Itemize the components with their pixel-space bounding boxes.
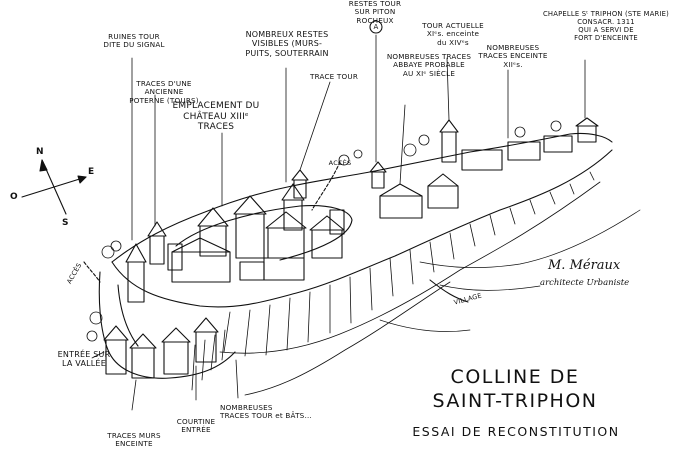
abbey-buildings — [379, 173, 459, 219]
label-abbaye: NOMBREUSES TRACES ABBAYE PROBABLE AU XIᵉ… — [386, 52, 472, 78]
plateau-front-edge — [111, 149, 613, 308]
label-abbaye-marker: A — [373, 23, 379, 31]
signature-name: M. Méraux — [548, 258, 621, 273]
compass-west: O — [10, 192, 18, 202]
compass-rose — [21, 159, 87, 215]
label-trace-tour: TRACE TOUR — [309, 72, 359, 81]
compass-south: S — [62, 218, 69, 228]
trace-tower — [291, 169, 309, 199]
trees — [86, 120, 562, 342]
label-restes-visibles: NOMBREUX RESTES VISIBLES (MURS- PUITS, S… — [245, 30, 329, 58]
leader-lines — [91, 34, 586, 411]
label-acces: ACCÈS — [328, 159, 352, 167]
entrance-towers — [103, 317, 219, 379]
access-road — [311, 161, 341, 211]
cliff-hatching — [191, 171, 601, 396]
label-traces-murs: TRACES MURS ENCEINTE — [107, 431, 161, 449]
east-buildings — [461, 135, 573, 171]
label-chateau: EMPLACEMENT DU CHÂTEAU XIIIᵉ TRACES — [172, 101, 260, 133]
castle-buildings — [171, 183, 345, 283]
label-courtine: COURTINE ENTRÉE — [176, 417, 216, 435]
label-piton: RESTES TOUR SUR PITON ROCHEUX — [348, 0, 402, 25]
poterne-towers — [147, 221, 183, 271]
compass-east: E — [88, 167, 95, 177]
label-enceinte-xiie: NOMBREUSES TRACES ENCEINTE XIIᵉs. — [478, 43, 548, 69]
label-chapelle: CHAPELLE Sᵗ TRIPHON (STE MARIE) CONSACR.… — [542, 10, 670, 43]
current-tower — [439, 119, 459, 163]
label-tour-actuelle: TOUR ACTUELLE XIᵉs. enceinte du XIVᵉs — [422, 21, 484, 47]
village-road — [429, 279, 469, 303]
signal-tower — [125, 243, 147, 303]
title-line-1: COLLINE DE — [450, 366, 580, 388]
label-ruines-tour: RUINES TOUR DITE DU SIGNAL — [103, 32, 165, 50]
title-line-2: SAINT-TRIPHON — [432, 390, 598, 412]
title-line-3: ESSAI DE RECONSTITUTION — [412, 424, 620, 439]
chapel — [575, 117, 599, 143]
label-traces-tour-bats: NOMBREUSES TRACES TOUR et BÂTS… — [220, 403, 312, 421]
compass-north: N — [36, 147, 44, 157]
label-poterne: TRACES D'UNE ANCIENNE POTERNE (TOURS) — [129, 79, 199, 105]
signature-role: architecte Urbaniste — [540, 278, 630, 288]
inner-enclosure — [175, 205, 353, 261]
label-entree-vallee: ENTRÉE SUR LA VALLÉE — [57, 350, 111, 369]
piton-tower — [369, 161, 387, 189]
